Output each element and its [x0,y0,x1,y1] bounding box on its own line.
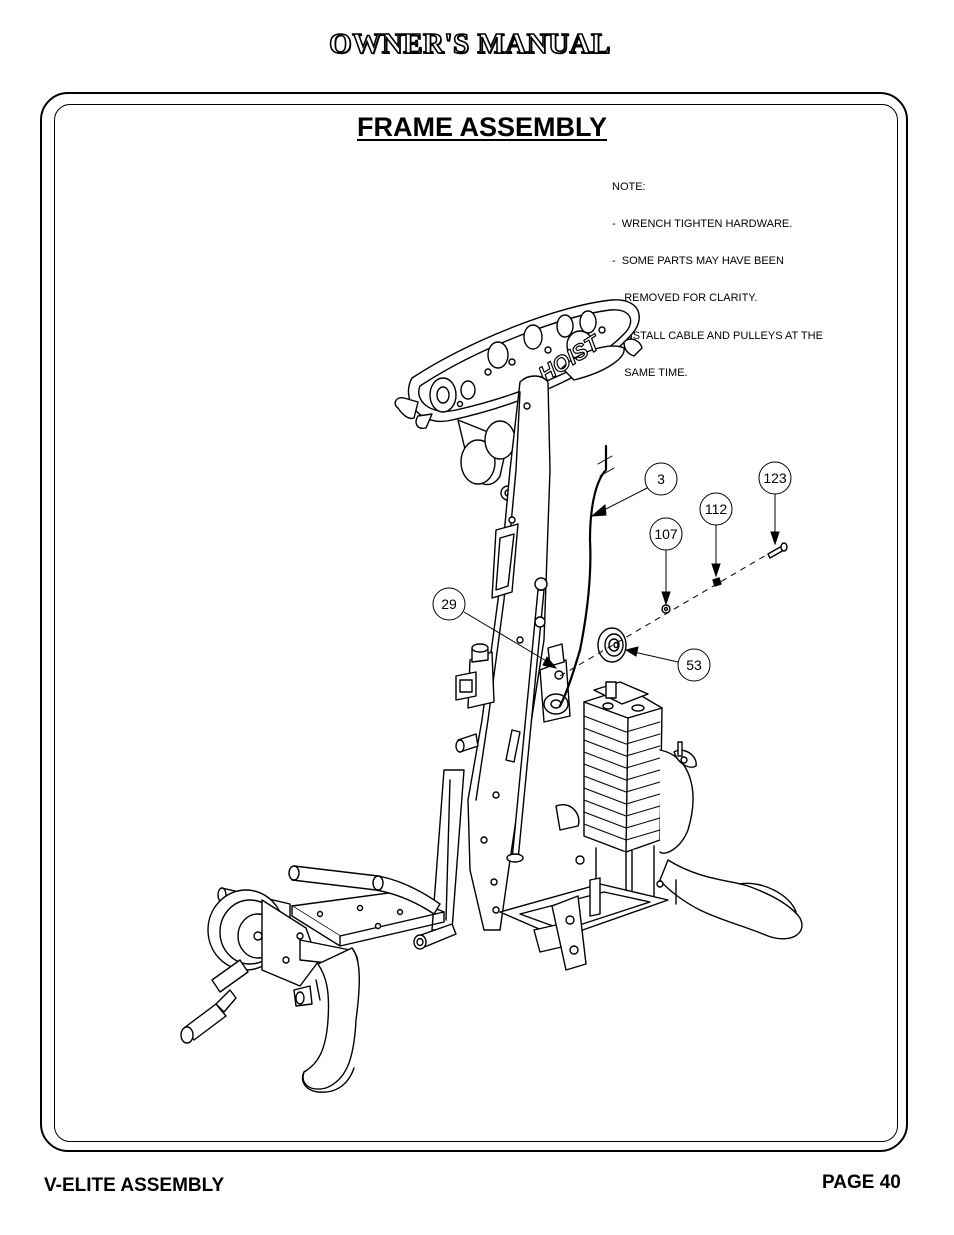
callout-3: 3 [657,471,665,487]
cable-break-marks [597,455,615,477]
guide-rod [506,577,548,863]
callout-53-circle [677,648,711,682]
manual-title: OWNER'S MANUAL [328,27,611,61]
arrow-112 [711,563,721,578]
callout-29-circle [432,587,466,621]
arrow-53 [624,646,639,657]
pulley-bracket [457,419,516,501]
outer-frame [40,92,908,1152]
note-line: NOTE: [612,180,646,193]
seat-platform [291,891,445,947]
arrow-107 [661,591,671,606]
leader-29 [463,611,549,663]
callout-107: 107 [654,526,678,542]
footer-page-number: PAGE 40 [822,1172,901,1193]
arrow-29 [542,656,558,669]
cable [558,444,608,708]
footer-assembly-name: V-ELITE ASSEMBLY [44,1175,225,1196]
ankle-handle [180,959,249,1044]
handle-stub-left [455,733,479,753]
arrow-123 [770,531,780,546]
washer-107-hole [663,606,669,612]
callout-123: 123 [763,470,787,486]
carriage-block [539,643,571,723]
note-line: - WRENCH TIGHTEN HARDWARE. [612,218,793,231]
assembly-axis-line [559,553,769,677]
arrow-3 [590,504,607,517]
front-leg-assembly [207,887,360,1093]
section-title: FRAME ASSEMBLY [356,112,608,142]
bolt-123 [767,542,788,559]
callout-112: 112 [705,501,728,517]
weight-stack [583,681,663,906]
leader-3 [599,485,652,513]
callout-112-circle [699,492,733,526]
note-line: REMOVED FOR CLARITY. [612,292,758,305]
callout-123-circle [758,461,792,495]
callout-53: 53 [686,657,702,673]
pulley-53 [597,627,627,663]
note-line: - SOME PARTS MAY HAVE BEEN [612,255,784,268]
callout-107-circle [649,517,683,551]
leg-extension-tubes [288,865,457,950]
leader-53 [633,651,679,663]
right-foot-leg [659,859,803,940]
nut-112 [712,577,722,587]
callout-3-circle [644,462,678,496]
top-pulley-frame [394,299,643,430]
assembly-note: NOTE: - WRENCH TIGHTEN HARDWARE. - SOME … [612,156,823,392]
inner-frame [54,104,898,1142]
base-frame [499,855,669,971]
right-shroud [555,741,697,854]
tilt-lever [505,729,521,763]
callout-29: 29 [441,596,457,612]
note-line: SAME TIME. [612,366,688,379]
adjustment-bracket [455,643,495,709]
main-upright [467,375,551,931]
